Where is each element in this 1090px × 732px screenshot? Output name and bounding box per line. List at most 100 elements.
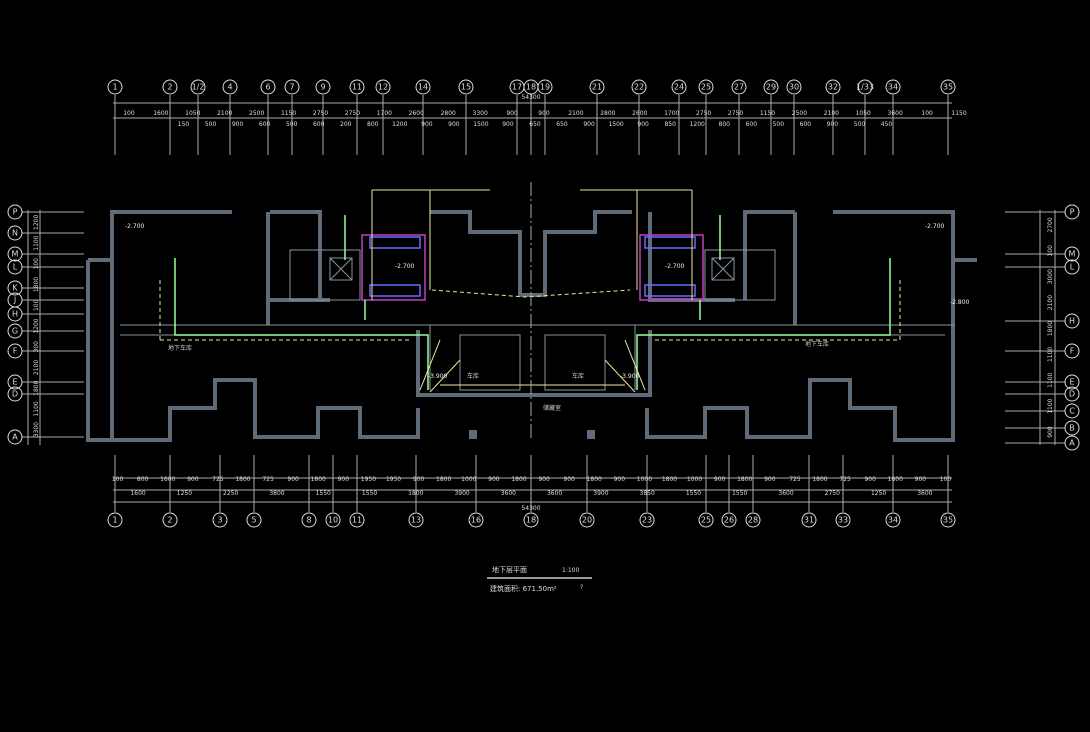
dimension-label: 1150 bbox=[281, 110, 296, 117]
dimension-label: 1800 bbox=[436, 476, 451, 483]
svg-text:14: 14 bbox=[418, 83, 428, 92]
axis-bubble-top-22: 22 bbox=[631, 79, 647, 95]
dimension-label: 1150 bbox=[951, 110, 966, 117]
axis-bubble-bottom-8: 8 bbox=[301, 512, 317, 528]
dimension-label: 600 bbox=[746, 121, 758, 128]
drawing-scale: 1:100 bbox=[562, 567, 579, 574]
dimension-label: 1200 bbox=[33, 215, 40, 230]
axis-bubble-top-17: 17 bbox=[509, 79, 525, 95]
svg-text:H: H bbox=[12, 310, 18, 319]
axis-bubble-top-14: 14 bbox=[415, 79, 431, 95]
axis-bubble-bottom-5: 5 bbox=[246, 512, 262, 528]
axis-bubble-bottom-11: 11 bbox=[349, 512, 365, 528]
axis-bubble-top-25: 25 bbox=[698, 79, 714, 95]
svg-text:18: 18 bbox=[526, 83, 536, 92]
axis-bubble-top-1: 1 bbox=[107, 79, 123, 95]
dimension-label: 1700 bbox=[664, 110, 679, 117]
svg-text:A: A bbox=[1069, 439, 1075, 448]
dimension-label: 725 bbox=[212, 476, 224, 483]
elevation-label: -2.700 bbox=[395, 263, 415, 270]
svg-text:L: L bbox=[1070, 263, 1075, 272]
axis-bubble-top-30: 30 bbox=[786, 79, 802, 95]
svg-text:F: F bbox=[1070, 347, 1075, 356]
axis-bubble-left-K: K bbox=[7, 280, 23, 296]
svg-text:22: 22 bbox=[634, 83, 644, 92]
svg-text:33: 33 bbox=[838, 516, 848, 525]
axis-bubble-top-11: 11 bbox=[349, 79, 365, 95]
dimension-label: 500 bbox=[205, 121, 217, 128]
elevation-label: -2.700 bbox=[925, 223, 945, 230]
axis-bubble-bottom-13: 13 bbox=[408, 512, 424, 528]
axis-bubble-top-15: 15 bbox=[458, 79, 474, 95]
dimension-label: 2750 bbox=[345, 110, 360, 117]
svg-text:G: G bbox=[12, 327, 18, 336]
dimension-label: 2750 bbox=[825, 490, 840, 497]
dimension-label: 1100 bbox=[33, 401, 40, 416]
svg-text:7: 7 bbox=[289, 83, 294, 92]
axis-bubble-left-L: L bbox=[7, 259, 23, 275]
dimension-label: 2600 bbox=[409, 110, 424, 117]
axis-bubble-bottom-20: 20 bbox=[579, 512, 595, 528]
axis-bubble-top-21: 21 bbox=[589, 79, 605, 95]
axis-bubble-left-G: G bbox=[7, 323, 23, 339]
dimension-label: 3600 bbox=[547, 490, 562, 497]
dimension-label: 1550 bbox=[316, 490, 331, 497]
svg-text:24: 24 bbox=[674, 83, 684, 92]
svg-text:L: L bbox=[13, 263, 18, 272]
dimension-label: 100 bbox=[112, 476, 124, 483]
mark: ? bbox=[580, 584, 583, 591]
dimension-label: 1800 bbox=[1047, 321, 1054, 336]
svg-text:A: A bbox=[12, 433, 18, 442]
dimension-label: 3800 bbox=[269, 490, 284, 497]
dimension-label: 100 bbox=[33, 258, 40, 270]
svg-text:34: 34 bbox=[888, 516, 898, 525]
dimension-label: 1250 bbox=[177, 490, 192, 497]
axis-bubble-right-P: P bbox=[1064, 204, 1080, 220]
dimension-label: 450 bbox=[881, 121, 893, 128]
dimension-label: 800 bbox=[137, 476, 149, 483]
svg-text:32: 32 bbox=[828, 83, 838, 92]
axis-bubble-left-A: A bbox=[7, 429, 23, 445]
svg-text:12: 12 bbox=[378, 83, 388, 92]
elevation-label: -2.700 bbox=[665, 263, 685, 270]
svg-text:E: E bbox=[12, 378, 17, 387]
dimension-label: 1800 bbox=[408, 490, 423, 497]
building-area: 建筑面积: 671.50m² bbox=[490, 584, 557, 593]
axis-bubble-right-C: C bbox=[1064, 403, 1080, 419]
dimension-label: 1800 bbox=[737, 476, 752, 483]
dimension-label: 3600 bbox=[501, 490, 516, 497]
dimension-label: 1800 bbox=[511, 476, 526, 483]
dimension-label: 100 bbox=[123, 110, 135, 117]
dimension-label: 725 bbox=[262, 476, 274, 483]
dimension-label: 900 bbox=[506, 110, 518, 117]
svg-text:18: 18 bbox=[526, 516, 536, 525]
dimension-label: 1000 bbox=[687, 476, 702, 483]
dimension-label: 900 bbox=[827, 121, 839, 128]
room-label: 储藏室 bbox=[543, 404, 561, 412]
dimension-label: 1550 bbox=[686, 490, 701, 497]
svg-text:25: 25 bbox=[701, 516, 711, 525]
dimension-label: 3850 bbox=[640, 490, 655, 497]
plan-annotations: -2.700 -2.700 -2.700 -2.700 -3.900 -3.90… bbox=[125, 223, 970, 412]
svg-text:D: D bbox=[1069, 390, 1075, 399]
axis-bubble-bottom-16: 16 bbox=[468, 512, 484, 528]
dimension-label: 1200 bbox=[392, 121, 407, 128]
dimension-label: 1800 bbox=[235, 476, 250, 483]
dimension-label: 3900 bbox=[454, 490, 469, 497]
dimension-label: 500 bbox=[286, 121, 298, 128]
title-block: 地下层平面 1:100 建筑面积: 671.50m² ? bbox=[487, 565, 592, 593]
dimension-label: 2500 bbox=[249, 110, 264, 117]
dimension-label: 2800 bbox=[441, 110, 456, 117]
axis-bubble-top-1/2: 1/2 bbox=[190, 79, 206, 95]
elevation-label: -3.900 bbox=[620, 373, 640, 380]
dimension-label: 900 bbox=[1047, 426, 1054, 438]
dimension-label: 1100 bbox=[1047, 372, 1054, 387]
dimension-lines bbox=[27, 102, 1056, 503]
dimension-label: 1600 bbox=[153, 110, 168, 117]
dimension-label: 900 bbox=[338, 476, 350, 483]
axis-bubble-bottom-26: 26 bbox=[721, 512, 737, 528]
dimension-label: 900 bbox=[232, 121, 244, 128]
axis-bubble-bottom-18: 18 bbox=[523, 512, 539, 528]
dimension-label: 1800 bbox=[33, 277, 40, 292]
